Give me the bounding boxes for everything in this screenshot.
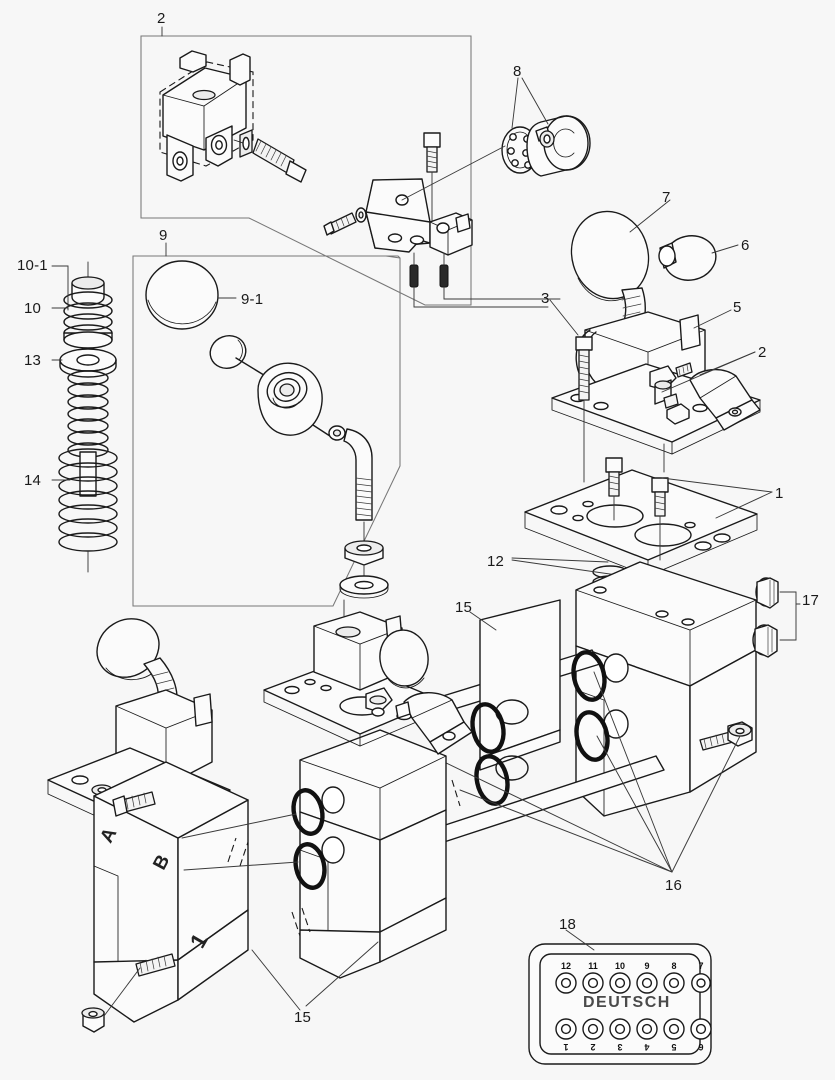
spring-14 <box>58 448 118 552</box>
callout-13: 13 <box>24 352 42 369</box>
tie-rod-nut <box>699 721 753 751</box>
cover-plate-assembly <box>511 457 773 629</box>
main-lever-assembly <box>549 199 761 483</box>
bottom-bolt-nut <box>81 953 176 1033</box>
callout-9: 9 <box>159 227 168 244</box>
callout-2-right: 2 <box>758 344 767 361</box>
connector-pin-bottom-5: 5 <box>671 1042 677 1052</box>
bolt-bracket-left <box>323 207 367 236</box>
connector-pin-top-12: 12 <box>560 961 571 971</box>
connector-pin-top-7: 7 <box>698 961 704 971</box>
callout-1: 1 <box>775 485 784 502</box>
lever-assembly-9 <box>209 335 389 599</box>
connector-pin-top-8: 8 <box>671 961 677 971</box>
connector-pin-top-11: 11 <box>588 961 598 971</box>
bolt-3 <box>575 336 593 483</box>
callout-7: 7 <box>662 189 671 206</box>
connector-pin-top-10: 10 <box>614 961 625 971</box>
callout-6: 6 <box>741 237 750 254</box>
callout-3: 3 <box>541 290 550 307</box>
connector-pin-bottom-3: 3 <box>617 1042 623 1052</box>
spring-stack-assembly <box>51 261 118 573</box>
spring-mid <box>67 370 109 458</box>
knob-7 <box>570 210 650 302</box>
connector-pin-bottom-6: 6 <box>698 1042 704 1052</box>
side-bolt <box>112 791 156 817</box>
retainer-13 <box>59 348 117 378</box>
connector-pins <box>555 972 712 1040</box>
spring-10 <box>63 291 113 349</box>
bolt-2-top <box>239 129 307 183</box>
connector-pin-bottom-1: 1 <box>563 1042 569 1052</box>
knob-cap-9-1 <box>145 260 219 330</box>
group-box-2 <box>140 26 472 306</box>
callout-10-1: 10-1 <box>17 257 48 274</box>
callout-8: 8 <box>513 63 522 80</box>
clamp-bracket-2 <box>649 362 761 431</box>
knob-6 <box>658 235 717 281</box>
connector-socket-8 <box>526 115 591 177</box>
bracket-solenoid-assembly <box>323 77 591 308</box>
callout-14: 14 <box>24 472 42 489</box>
callout-16: 16 <box>665 877 683 894</box>
front-knob <box>96 618 160 681</box>
callout-15-middle: 15 <box>455 599 473 616</box>
plugs-17 <box>752 577 801 658</box>
middle-valve-assembly <box>263 599 473 1007</box>
callout-15-bottom: 15 <box>294 1009 312 1026</box>
callout-10: 10 <box>24 300 42 317</box>
connector-brand-label: DEUTSCH <box>583 994 671 1011</box>
deutsch-connector-18 <box>528 929 712 1065</box>
spacer-plate-15-right <box>439 599 741 873</box>
callout-2-top: 2 <box>157 10 166 27</box>
callout-9-1: 9-1 <box>241 291 264 308</box>
connector-pin-top-9: 9 <box>644 961 650 971</box>
group-box-9 <box>132 242 401 607</box>
callout-12: 12 <box>487 553 505 570</box>
front-valve-assembly <box>47 618 301 1033</box>
callout-17: 17 <box>802 592 820 609</box>
bolts-1 <box>605 457 669 561</box>
connector-pin-bottom-2: 2 <box>590 1042 596 1052</box>
callout-5: 5 <box>733 299 742 316</box>
connector-pin-bottom-4: 4 <box>644 1042 650 1052</box>
callout-18: 18 <box>559 916 577 933</box>
